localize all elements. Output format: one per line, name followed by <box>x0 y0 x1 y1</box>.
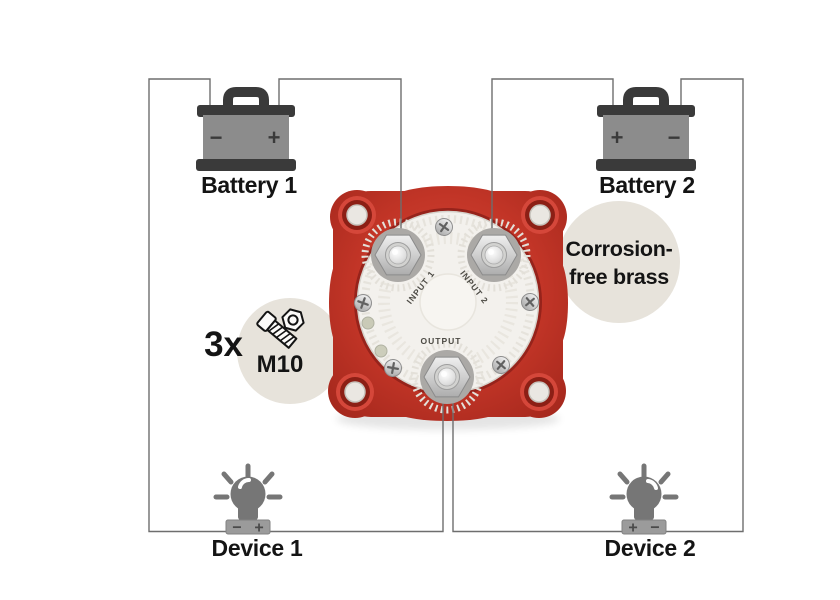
device1: − + Device 1 <box>212 466 303 561</box>
device1-right-sign: + <box>254 520 263 537</box>
terminal-input2 <box>467 228 521 282</box>
callout-corrosion-free-brass: Corrosion- free brass <box>558 201 680 323</box>
bolt-size-label: M10 <box>257 351 304 378</box>
device2-left-sign: + <box>628 520 637 537</box>
mounting-hole <box>336 373 374 411</box>
callout-circle <box>558 201 680 323</box>
device2-label: Device 2 <box>605 535 696 561</box>
device1-label: Device 1 <box>212 535 303 561</box>
indicator-dot <box>375 345 387 357</box>
device1-left-sign: − <box>232 520 241 537</box>
indicator-dot <box>362 317 374 329</box>
battery2-left-sign: + <box>611 125 624 150</box>
mounting-hole <box>521 196 559 234</box>
device2-right-sign: − <box>650 520 659 537</box>
battery2-right-sign: − <box>668 125 681 150</box>
brass-note-line1: Corrosion- <box>566 237 673 261</box>
battery1: − + Battery 1 <box>196 92 297 198</box>
brass-note-line2: free brass <box>569 265 669 289</box>
terminal-output <box>420 350 474 404</box>
battery1-right-sign: + <box>268 125 281 150</box>
lamp-icon: + − <box>612 466 676 537</box>
callout-m10-bolts: 3x M10 <box>204 298 343 404</box>
battery1-left-sign: − <box>210 125 223 150</box>
mounting-hole <box>520 373 558 411</box>
battery2-label: Battery 2 <box>599 172 695 198</box>
bolt-count-label: 3x <box>204 325 243 364</box>
output-label: OUTPUT <box>421 336 462 346</box>
terminal-input1 <box>371 228 425 282</box>
device2: + − Device 2 <box>605 466 696 561</box>
battery2: + − Battery 2 <box>596 92 696 198</box>
battery1-label: Battery 1 <box>201 172 297 198</box>
battery-icon: − + <box>196 92 296 171</box>
lamp-icon: − + <box>216 466 280 537</box>
mounting-hole <box>338 196 376 234</box>
